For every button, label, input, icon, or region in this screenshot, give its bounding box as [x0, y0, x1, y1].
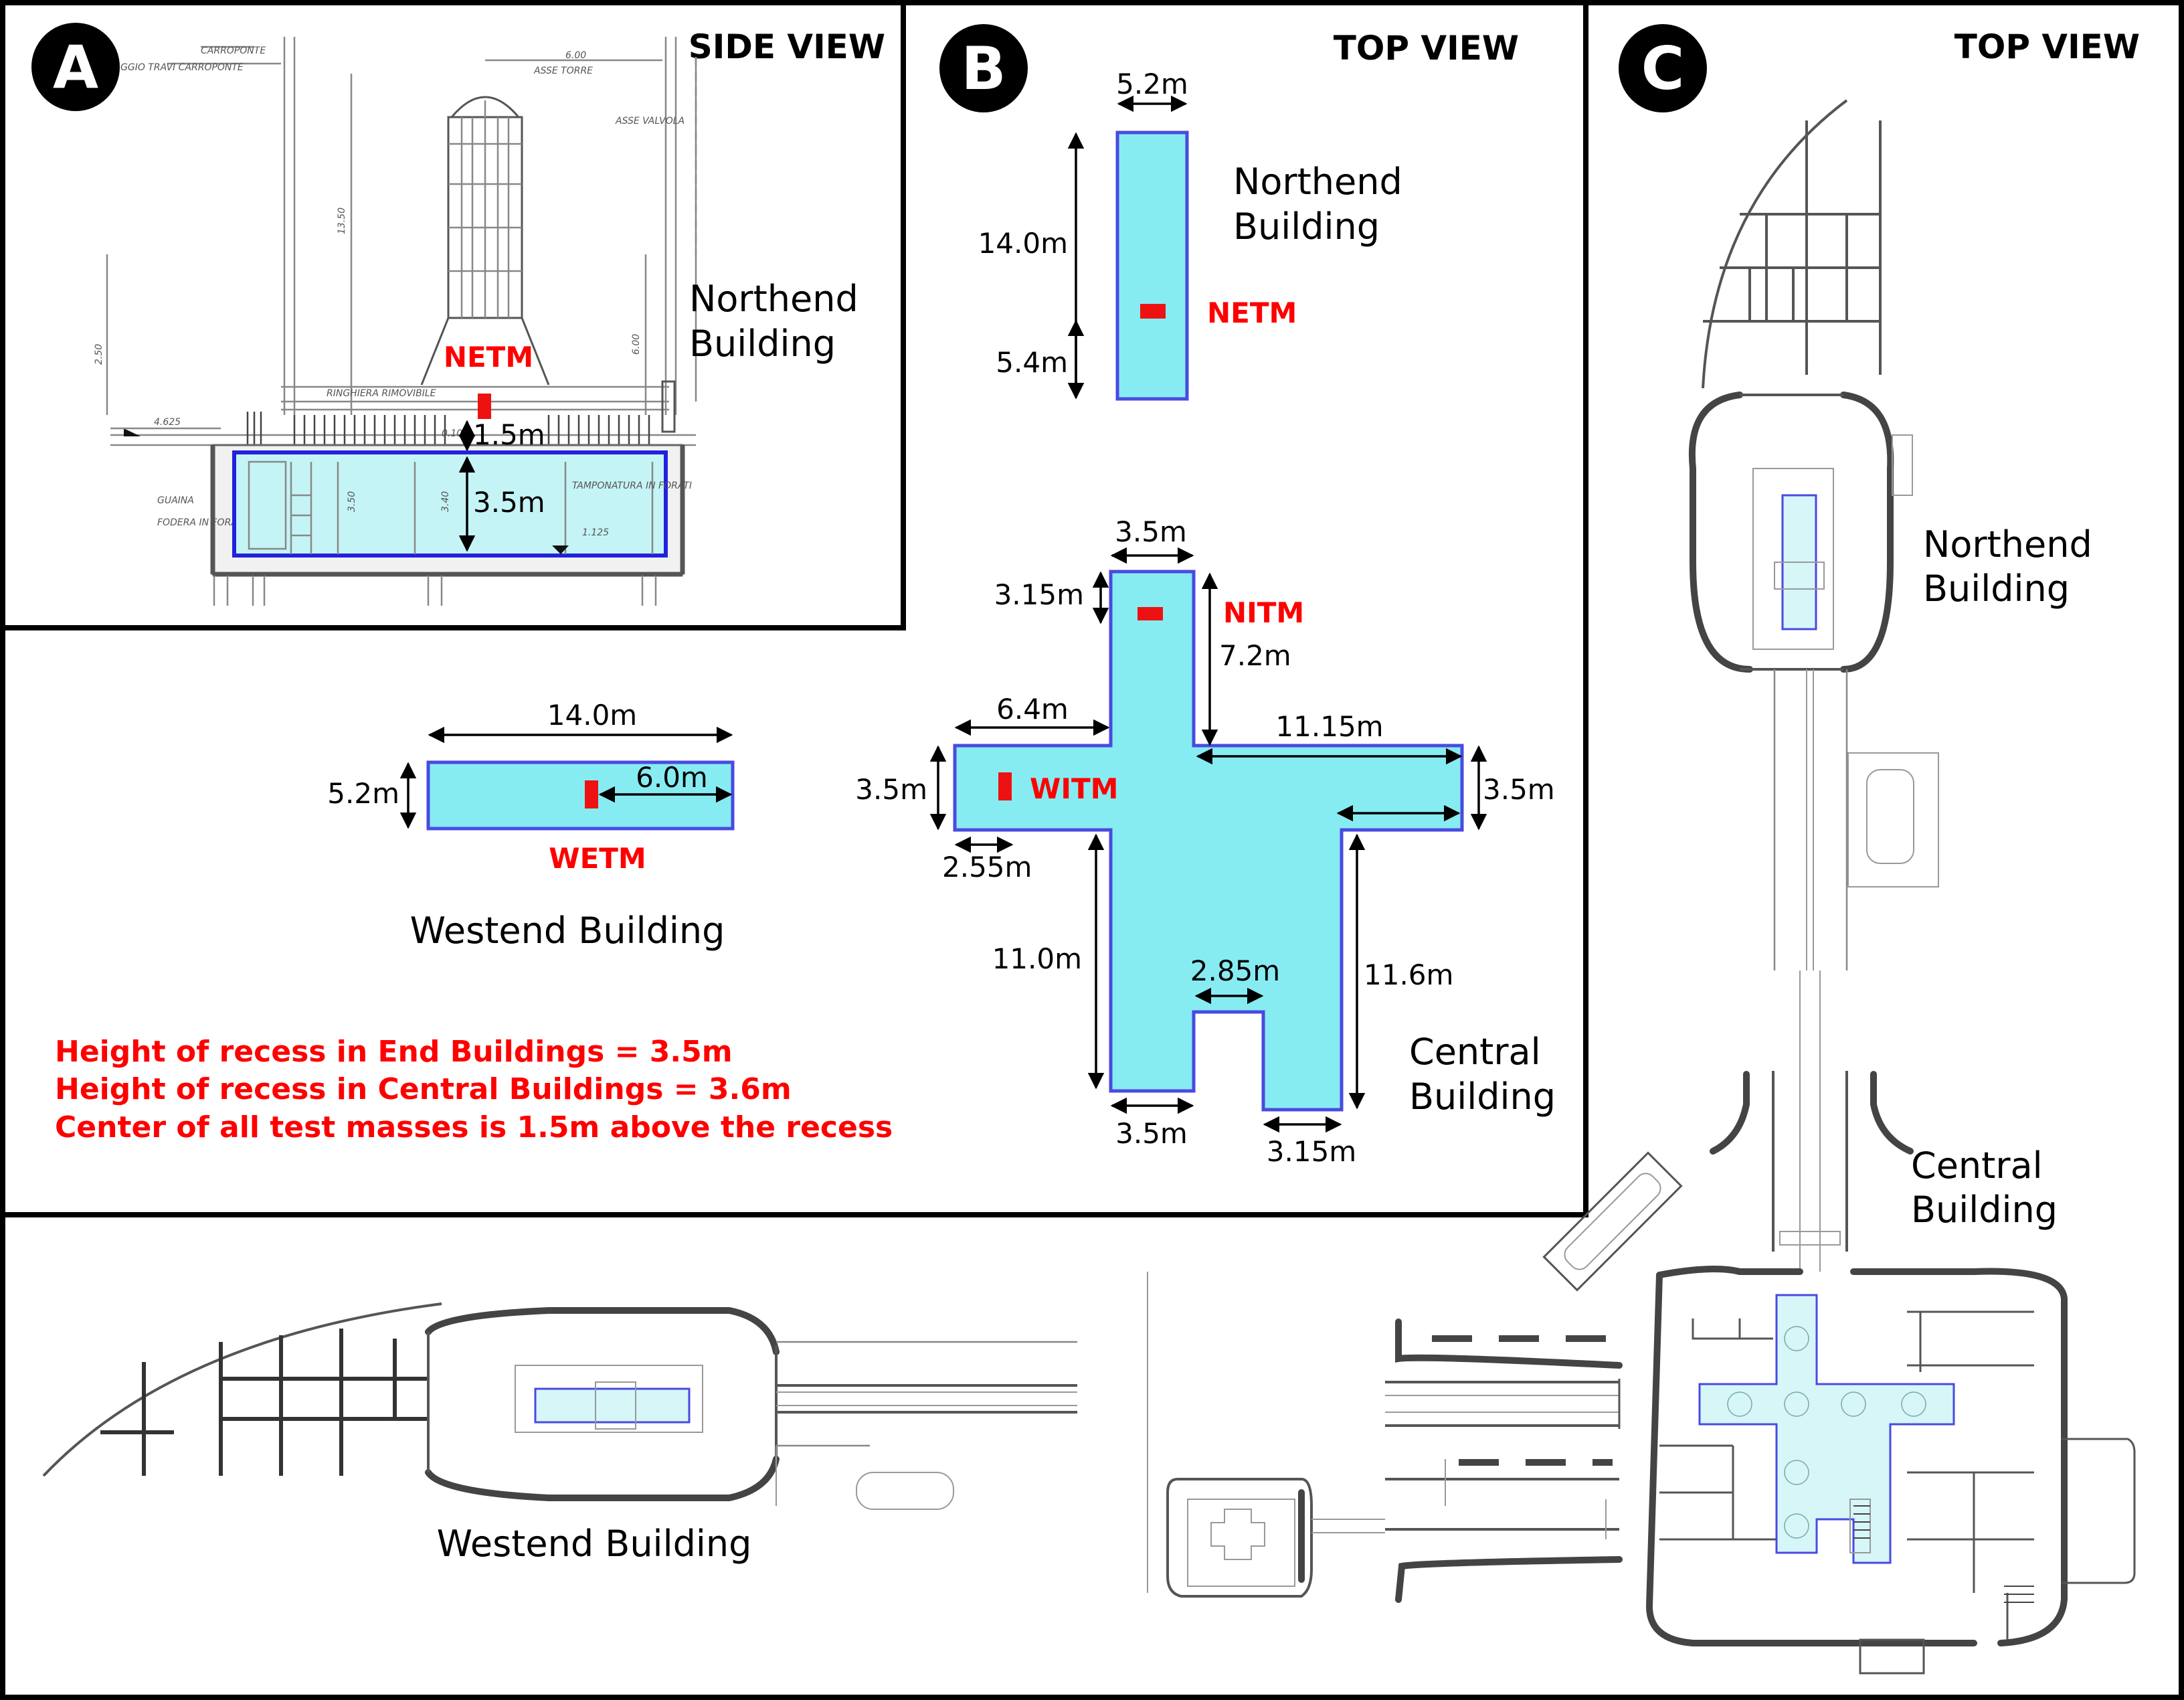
- central-dim-top-width: 3.5m: [1115, 515, 1187, 548]
- central-dim-east-width: 3.5m: [1483, 773, 1555, 806]
- central-witm-label: WITM: [1030, 772, 1118, 805]
- label-crane-rail: CARROPONTE: [201, 46, 266, 56]
- panel-c-badge-letter: C: [1641, 34, 1685, 103]
- label-dim-010: 0.10: [442, 428, 462, 439]
- central-dim-west-width: 3.5m: [855, 773, 927, 806]
- side-view-building-name-line2: Building: [689, 323, 836, 365]
- side-view-building-name-line1: Northend: [689, 278, 858, 320]
- panel-a-badge: [31, 23, 120, 111]
- label-dim-right-height: 6.00: [631, 334, 642, 355]
- central-dim-west-offset: 2.55m: [942, 851, 1032, 883]
- northend-test-mass-netm: [1140, 304, 1166, 319]
- label-level-1125: 1.125: [582, 527, 609, 538]
- site-westend-label: Westend Building: [437, 1523, 752, 1565]
- label-dim-600: 6.00: [565, 50, 586, 61]
- side-view-dim-height-above: 1.5m: [473, 418, 545, 451]
- northend-name-line2: Building: [1233, 205, 1380, 248]
- site-central-line2: Building: [1911, 1189, 2058, 1231]
- central-recess-group: NITM WITM 3.5m 3.15m 7.2m 6.4m 11.15m 3.…: [855, 515, 1556, 1168]
- westend-recess-group: WETM 14.0m 5.2m 6.0m Westend Building: [327, 699, 735, 952]
- northend-dim-width: 5.2m: [1116, 68, 1188, 100]
- northend-dim-length: 14.0m: [978, 227, 1068, 260]
- central-name-line2: Building: [1409, 1076, 1556, 1118]
- central-dim-west-arm: 6.4m: [996, 693, 1069, 726]
- label-crane-beam: GGIO TRAVI CARROPONTE: [120, 62, 244, 73]
- central-dim-south-left: 11.0m: [992, 942, 1082, 975]
- northend-recess-group: NETM 5.2m 14.0m 5.4m Northend Building: [978, 68, 1402, 401]
- panel-c-site-view: C TOP VIEW: [42, 24, 2140, 1675]
- side-view-netm-label: NETM: [444, 341, 533, 373]
- label-level-4625: 4.625: [154, 417, 181, 428]
- central-floor-plan: [1542, 1151, 2136, 1675]
- panel-a-view-title: SIDE VIEW: [689, 27, 885, 66]
- panel-c-view-title: TOP VIEW: [1954, 27, 2140, 66]
- central-dim-bottom-right: 3.15m: [1267, 1135, 1356, 1168]
- note-end-buildings: Height of recess in End Buildings = 3.5m: [55, 1035, 733, 1069]
- side-view-dim-recess-height: 3.5m: [473, 486, 545, 519]
- central-dim-bottom-left: 3.5m: [1115, 1117, 1188, 1150]
- side-view-test-mass-netm: [478, 394, 491, 419]
- central-name-line1: Central: [1409, 1031, 1541, 1073]
- label-tower-axis: ASSE TORRE: [533, 66, 593, 76]
- northend-dim-offset: 5.4m: [996, 346, 1068, 379]
- site-northend-line2: Building: [1923, 568, 2070, 610]
- label-sheath: GUAINA: [157, 495, 194, 506]
- side-view-recess-details: 3.50 3.40 TAMPONATURA IN FORATI 1.125: [248, 460, 692, 554]
- central-dim-top-offset: 3.15m: [994, 578, 1084, 611]
- northend-name-line1: Northend: [1233, 161, 1402, 203]
- panel-b-badge-letter: B: [961, 34, 1006, 103]
- panel-a-side-view: A SIDE VIEW CARROPONTE GGIO TRAVI CARROP…: [31, 23, 885, 606]
- central-recess: [953, 570, 1464, 1112]
- central-nitm-label: NITM: [1223, 596, 1304, 629]
- westend-dim-offset: 6.0m: [636, 761, 708, 794]
- central-test-mass-witm: [998, 772, 1012, 800]
- site-northend-line1: Northend: [1923, 523, 2092, 566]
- northend-netm-label: NETM: [1207, 296, 1297, 329]
- north-arm-tube: [1710, 970, 1914, 1272]
- note-central-buildings: Height of recess in Central Buildings = …: [55, 1072, 792, 1106]
- westend-dim-length: 14.0m: [547, 699, 637, 732]
- northend-recess: [1115, 131, 1189, 401]
- westend-wetm-label: WETM: [549, 842, 646, 875]
- westend-dim-width: 5.2m: [327, 777, 399, 810]
- site-central-line1: Central: [1911, 1144, 2043, 1187]
- central-dim-notch: 2.85m: [1190, 954, 1280, 987]
- label-dim-left-height: 2.50: [94, 344, 104, 365]
- panel-b-badge: [939, 24, 1028, 112]
- west-arm-tube: [1147, 1272, 1623, 1603]
- panel-b-top-view: B TOP VIEW NETM 5.2m 14.0m 5.4m Northend…: [855, 24, 1556, 1168]
- label-lining: FODERA IN FORATI: [157, 517, 246, 528]
- westend-floor-plan: [42, 1302, 1077, 1510]
- side-view-recess: [232, 450, 668, 558]
- central-dim-south-right: 11.6m: [1364, 958, 1453, 991]
- northend-floor-plan: [1688, 99, 1939, 970]
- panel-b-view-title: TOP VIEW: [1334, 29, 1519, 68]
- label-dim-350: 3.50: [347, 491, 357, 512]
- notes: Height of recess in End Buildings = 3.5m…: [55, 1035, 893, 1144]
- label-dim-1350: 13.50: [337, 207, 347, 234]
- panel-c-badge: [1619, 24, 1707, 112]
- westend-name: Westend Building: [410, 910, 725, 952]
- label-railing: RINGHIERA RIMOVIBILE: [327, 388, 436, 399]
- central-dim-top-arm: 7.2m: [1219, 639, 1291, 672]
- panel-a-badge-letter: A: [53, 33, 98, 102]
- central-dim-east-arm: 11.15m: [1275, 710, 1383, 743]
- note-test-mass-center: Center of all test masses is 1.5m above …: [55, 1110, 893, 1144]
- label-plaster: TAMPONATURA IN FORATI: [572, 481, 692, 491]
- westend-test-mass-wetm: [585, 780, 598, 809]
- label-valve-axis: ASSE VALVOLA: [615, 116, 685, 126]
- label-dim-340: 3.40: [440, 491, 451, 512]
- central-test-mass-nitm: [1138, 607, 1163, 620]
